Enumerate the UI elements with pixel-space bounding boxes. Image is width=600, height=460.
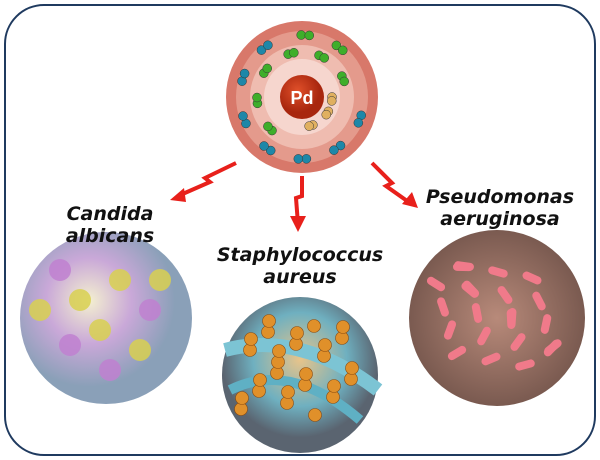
bacillus-cell bbox=[543, 339, 561, 357]
pseudomonas-aeruginosa-image bbox=[409, 230, 585, 406]
coccus-cell bbox=[262, 314, 276, 328]
label-candida-albicans: Candida albicans bbox=[65, 203, 155, 247]
d-electron bbox=[329, 145, 339, 155]
d-electron bbox=[335, 140, 346, 151]
d-electron bbox=[353, 118, 364, 128]
coccus-cell bbox=[299, 367, 313, 381]
bacillus-cell bbox=[540, 314, 552, 334]
d-electron bbox=[239, 68, 250, 79]
s-electron bbox=[304, 121, 314, 131]
candida-albicans-image bbox=[20, 232, 192, 404]
coccus-cell bbox=[336, 320, 350, 334]
staphylococcus-aureus-image bbox=[222, 297, 383, 453]
s-electron bbox=[321, 109, 331, 120]
arrow-to-candida bbox=[177, 161, 237, 198]
bacillus-cell bbox=[426, 276, 446, 292]
bacillus-cell bbox=[443, 320, 457, 340]
yeast-cell bbox=[29, 299, 51, 321]
d-electron bbox=[238, 111, 248, 121]
coccus-cell bbox=[253, 373, 267, 387]
coccus-cell bbox=[308, 408, 322, 422]
label-line: Staphylococcus bbox=[216, 244, 384, 266]
electron-shells bbox=[237, 30, 366, 164]
bacillus-cell bbox=[471, 303, 483, 323]
bacillus-cell bbox=[515, 359, 535, 371]
arrow-to-staphylococcus bbox=[293, 176, 304, 225]
yeast-cell bbox=[149, 269, 171, 291]
bacillus-cell bbox=[447, 345, 467, 361]
p-electron bbox=[289, 47, 299, 58]
coccus-cell bbox=[290, 326, 304, 340]
bacillus-cell bbox=[497, 286, 513, 304]
p-electron bbox=[296, 30, 306, 40]
bacillus-cell bbox=[453, 262, 473, 272]
coccus-cell bbox=[244, 332, 258, 346]
yeast-cell bbox=[129, 339, 151, 361]
element-symbol: Pd bbox=[290, 88, 313, 108]
p-electron bbox=[252, 92, 262, 103]
p-electron bbox=[319, 53, 330, 63]
coccus-cell bbox=[307, 319, 321, 333]
diagram-frame bbox=[4, 4, 596, 456]
p-electron bbox=[338, 45, 348, 56]
d-electron bbox=[256, 45, 267, 55]
arrowhead-pseudomonas bbox=[402, 192, 418, 208]
coccus-cell bbox=[281, 385, 295, 399]
coccus-cell bbox=[327, 379, 341, 393]
palladium-atom: Pd bbox=[226, 21, 378, 173]
coccus-cell bbox=[272, 344, 286, 358]
d-electron bbox=[265, 145, 276, 156]
bacillus-cell bbox=[532, 291, 546, 311]
bacillus-cell bbox=[510, 333, 526, 351]
yeast-cell bbox=[89, 319, 111, 341]
p-electron bbox=[331, 40, 342, 51]
yeast-cell bbox=[49, 259, 71, 281]
bacillus-cell bbox=[506, 309, 516, 329]
label-line: aureus bbox=[263, 266, 337, 288]
yeast-cell bbox=[109, 269, 131, 291]
atom-nucleus bbox=[280, 75, 324, 119]
coccus-cell bbox=[345, 361, 359, 375]
bacillus-cell bbox=[461, 282, 479, 298]
coccus-cell bbox=[318, 338, 332, 352]
p-electron bbox=[339, 76, 349, 87]
bacillus-cell bbox=[477, 326, 491, 346]
bacillus-cell bbox=[437, 297, 449, 317]
arrowhead-staphylococcus bbox=[290, 216, 306, 232]
bacillus-cell bbox=[522, 271, 542, 285]
bacillus-cell bbox=[481, 352, 501, 366]
yeast-cell bbox=[139, 299, 161, 321]
arrowhead-candida bbox=[170, 188, 186, 202]
p-electron bbox=[262, 63, 272, 74]
d-electron bbox=[301, 154, 312, 164]
yeast-cell bbox=[59, 334, 81, 356]
d-electron bbox=[263, 40, 273, 50]
bacillus-cell bbox=[488, 266, 508, 278]
label-staphylococcus-aureus: Staphylococcus aureus bbox=[215, 244, 385, 288]
label-line: aeruginosa bbox=[440, 208, 560, 230]
d-electron bbox=[259, 141, 269, 151]
d-electron bbox=[293, 154, 304, 164]
yeast-cell bbox=[69, 289, 91, 311]
label-pseudomonas-aeruginosa: Pseudomonas aeruginosa bbox=[420, 186, 580, 230]
p-electron bbox=[304, 30, 315, 41]
coccus-cell bbox=[235, 391, 249, 405]
p-electron bbox=[263, 121, 273, 132]
s-electron bbox=[326, 96, 337, 106]
arrow-to-pseudomonas bbox=[370, 161, 412, 205]
yeast-cell bbox=[99, 359, 121, 381]
label-line: Pseudomonas bbox=[425, 186, 575, 208]
